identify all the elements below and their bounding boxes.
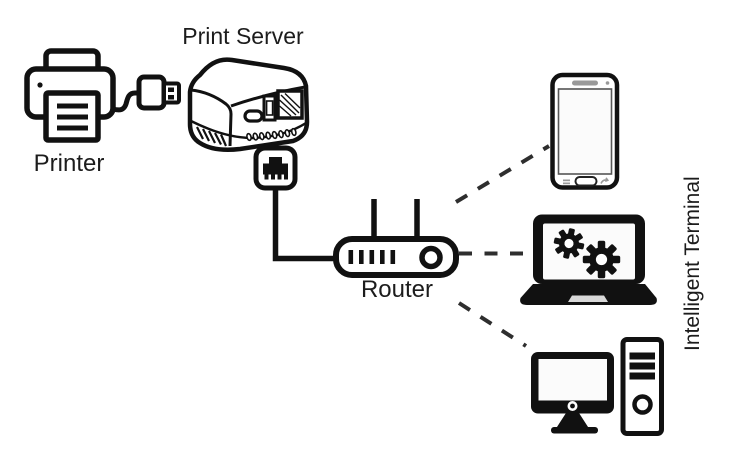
rj45-port [276,89,304,120]
menu-icon [563,179,570,185]
phone-screen [557,88,613,175]
dashed-link-phone [454,144,551,204]
tower-power-dot [632,394,653,415]
vent-holes [246,127,297,142]
laptop-gears-icon [520,214,657,305]
home-button [574,176,598,187]
router-port-dot [419,245,443,270]
monitor-screen [538,359,607,401]
vent-slots [196,126,228,147]
laptop-notch [568,295,608,302]
tower-icon [620,337,664,436]
usb-port [262,94,277,122]
dashed-link-desktop [457,301,528,348]
monitor-icon [531,352,614,434]
router-leds [348,250,396,264]
ethernet-connector-icon [253,145,298,191]
back-icon [600,177,610,184]
printer-label: Printer [33,150,105,177]
monitor-base [551,427,598,434]
micro-usb-port [243,109,264,123]
printer-icon [24,48,116,143]
print-server-icon [187,57,310,152]
ethernet-line [272,186,336,262]
monitor-stand [556,413,589,429]
smartphone-icon [550,72,620,190]
camera-dot [605,81,610,85]
laptop-base [520,284,657,305]
router-label: Router [360,276,434,303]
gear-large-icon [582,240,621,279]
desktop-computer-icon [531,337,664,436]
speaker-slot [572,80,598,86]
router-icon [333,199,459,278]
print-server-label: Print Server [182,23,304,49]
usb-cable-icon [110,74,181,113]
intelligent-terminal-label: Intelligent Terminal [681,176,704,352]
